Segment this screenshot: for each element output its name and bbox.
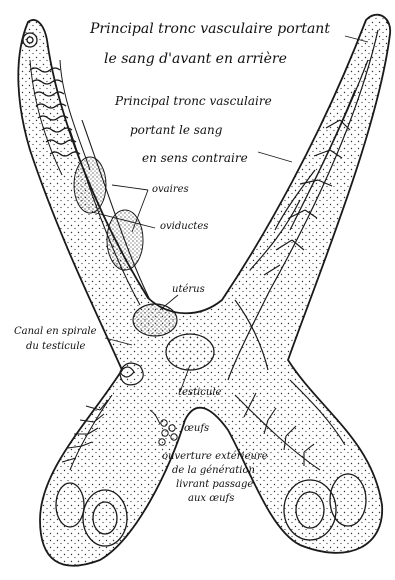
- label-canal-1: Canal en spirale: [14, 327, 97, 337]
- uterus-body: [133, 304, 177, 336]
- label-oviductes: oviductes: [160, 222, 208, 232]
- label-tronc-avant-1: Principal tronc vasculaire portant: [90, 22, 330, 36]
- ovaire-left-1: [74, 157, 106, 213]
- label-testicule: testicule: [178, 388, 221, 398]
- testicule-body: [166, 334, 214, 370]
- label-ouverture-1: ouverture extérieure: [162, 452, 268, 462]
- label-ouverture-2: de la génération: [172, 466, 255, 476]
- label-tronc-contraire-2: portant le sang: [130, 124, 222, 136]
- label-canal-2: du testicule: [26, 342, 85, 352]
- label-tronc-contraire-1: Principal tronc vasculaire: [115, 95, 272, 107]
- label-oeufs: œufs: [184, 424, 209, 434]
- label-ovaires: ovaires: [152, 185, 189, 195]
- label-uterus: utérus: [172, 285, 205, 295]
- label-tronc-contraire-3: en sens contraire: [142, 152, 248, 164]
- label-ouverture-4: aux œufs: [188, 494, 234, 504]
- label-ouverture-3: livrant passage: [176, 480, 253, 490]
- label-tronc-avant-2: le sang d'avant en arrière: [104, 52, 287, 66]
